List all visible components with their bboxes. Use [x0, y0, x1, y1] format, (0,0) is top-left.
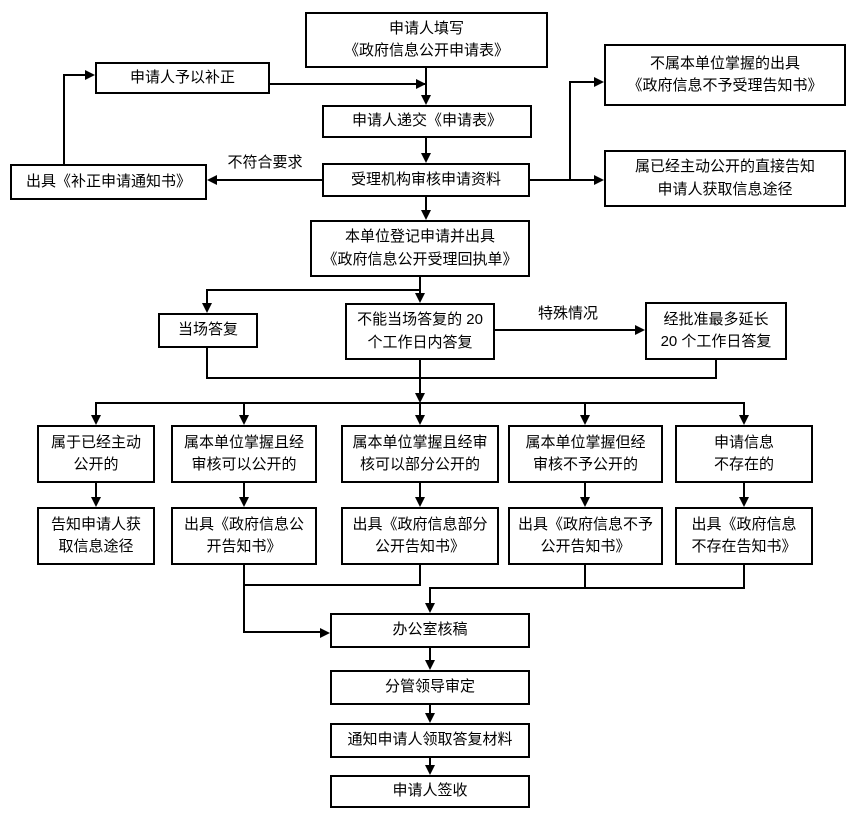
connector-line: [243, 483, 245, 499]
arrowhead-icon: [416, 79, 426, 89]
connector-line: [419, 565, 421, 586]
connector-line: [429, 705, 431, 716]
connector-line: [206, 289, 208, 306]
connector-line: [569, 179, 596, 181]
connector-line: [63, 75, 65, 164]
connector-line: [429, 587, 431, 605]
arrowhead-icon: [320, 628, 330, 638]
node-reply-within-20-days: 不能当场答复的 20 个工作日内答复: [345, 303, 495, 360]
arrowhead-icon: [425, 660, 435, 670]
node-case-already-public: 属于已经主动 公开的: [37, 425, 155, 483]
node-case-info-not-exist: 申请信息 不存在的: [675, 425, 813, 483]
connector-line: [95, 483, 97, 499]
node-issue-correction-notice: 出具《补正申请通知书》: [10, 164, 207, 200]
node-submit-application: 申请人递交《申请表》: [322, 105, 532, 138]
connector-line: [211, 179, 322, 181]
arrowhead-icon: [580, 415, 590, 425]
connector-line: [530, 179, 570, 181]
edge-label-special-case: 特殊情况: [537, 305, 598, 322]
node-case-can-disclose: 属本单位掌握且经 审核可以公开的: [171, 425, 317, 483]
connector-line: [429, 587, 745, 589]
arrowhead-icon: [85, 70, 95, 80]
arrowhead-icon: [425, 603, 435, 613]
arrowhead-icon: [415, 293, 425, 303]
connector-line: [425, 138, 427, 156]
connector-line: [243, 584, 421, 586]
connector-line: [243, 565, 245, 633]
arrowhead-icon: [207, 175, 217, 185]
node-reply-on-spot: 当场答复: [158, 313, 258, 348]
arrowhead-icon: [415, 497, 425, 507]
connector-line: [425, 197, 427, 213]
connector-line: [270, 83, 426, 85]
arrowhead-icon: [415, 415, 425, 425]
edge-label-not-qualified: 不符合要求: [227, 154, 303, 171]
connector-line: [715, 360, 717, 379]
arrowhead-icon: [91, 415, 101, 425]
connector-line: [419, 402, 421, 417]
node-issue-partial-disclosure-notice: 出具《政府信息部分 公开告知书》: [341, 507, 499, 565]
arrowhead-icon: [421, 153, 431, 163]
connector-line: [429, 758, 431, 768]
connector-line: [419, 277, 421, 295]
connector-line: [569, 82, 571, 181]
node-issue-disclosure-notice: 出具《政府信息公 开告知书》: [171, 507, 317, 565]
arrowhead-icon: [425, 713, 435, 723]
connector-line: [584, 402, 586, 417]
connector-line: [584, 483, 586, 499]
connector-line: [206, 348, 208, 379]
arrowhead-icon: [635, 325, 645, 335]
arrowhead-icon: [580, 497, 590, 507]
node-fill-application-form: 申请人填写 《政府信息公开申请表》: [305, 12, 548, 68]
arrowhead-icon: [594, 175, 604, 185]
connector-line: [743, 565, 745, 589]
connector-line: [419, 483, 421, 499]
connector-line: [743, 483, 745, 499]
connector-line: [243, 631, 323, 633]
connector-line: [495, 329, 637, 331]
connector-line: [569, 81, 596, 83]
connector-line: [425, 68, 427, 97]
arrowhead-icon: [91, 497, 101, 507]
connector-line: [584, 565, 586, 589]
connector-line: [206, 289, 421, 291]
arrowhead-icon: [239, 415, 249, 425]
arrowhead-icon: [421, 95, 431, 105]
arrowhead-icon: [202, 303, 212, 313]
arrowhead-icon: [739, 497, 749, 507]
node-already-public-inform-channel: 属已经主动公开的直接告知 申请人获取信息途径: [604, 150, 846, 207]
connector-line: [63, 74, 88, 76]
node-case-no-disclose: 属本单位掌握但经 审核不予公开的: [508, 425, 663, 483]
node-agency-reviews-materials: 受理机构审核申请资料: [322, 163, 530, 197]
connector-line: [743, 402, 745, 417]
node-applicant-signs: 申请人签收: [330, 775, 530, 808]
connector-line: [206, 377, 717, 379]
arrowhead-icon: [421, 210, 431, 220]
node-case-partial-disclose: 属本单位掌握且经审 核可以部分公开的: [341, 425, 499, 483]
connector-line: [419, 360, 421, 396]
connector-line: [429, 648, 431, 663]
node-extend-20-days: 经批准最多延长 20 个工作日答复: [645, 302, 787, 360]
node-applicant-makes-correction: 申请人予以补正: [95, 62, 270, 94]
connector-line: [95, 402, 97, 417]
arrowhead-icon: [425, 765, 435, 775]
node-office-reviews-draft: 办公室核稿: [330, 613, 530, 648]
node-not-held-issue-rejection-notice: 不属本单位掌握的出具 《政府信息不予受理告知书》: [604, 44, 846, 106]
arrowhead-icon: [594, 77, 604, 87]
connector-line: [243, 402, 245, 417]
arrowhead-icon: [415, 393, 425, 403]
node-issue-non-disclosure-notice: 出具《政府信息不予 公开告知书》: [508, 507, 663, 565]
node-notify-applicant-collect: 通知申请人领取答复材料: [330, 723, 530, 758]
arrowhead-icon: [739, 415, 749, 425]
node-issue-not-exist-notice: 出具《政府信息 不存在告知书》: [675, 507, 813, 565]
node-register-and-issue-receipt: 本单位登记申请并出具 《政府信息公开受理回执单》: [310, 220, 530, 277]
node-leader-approval: 分管领导审定: [330, 670, 530, 705]
arrowhead-icon: [239, 497, 249, 507]
node-inform-access-channel: 告知申请人获 取信息途径: [37, 507, 155, 565]
